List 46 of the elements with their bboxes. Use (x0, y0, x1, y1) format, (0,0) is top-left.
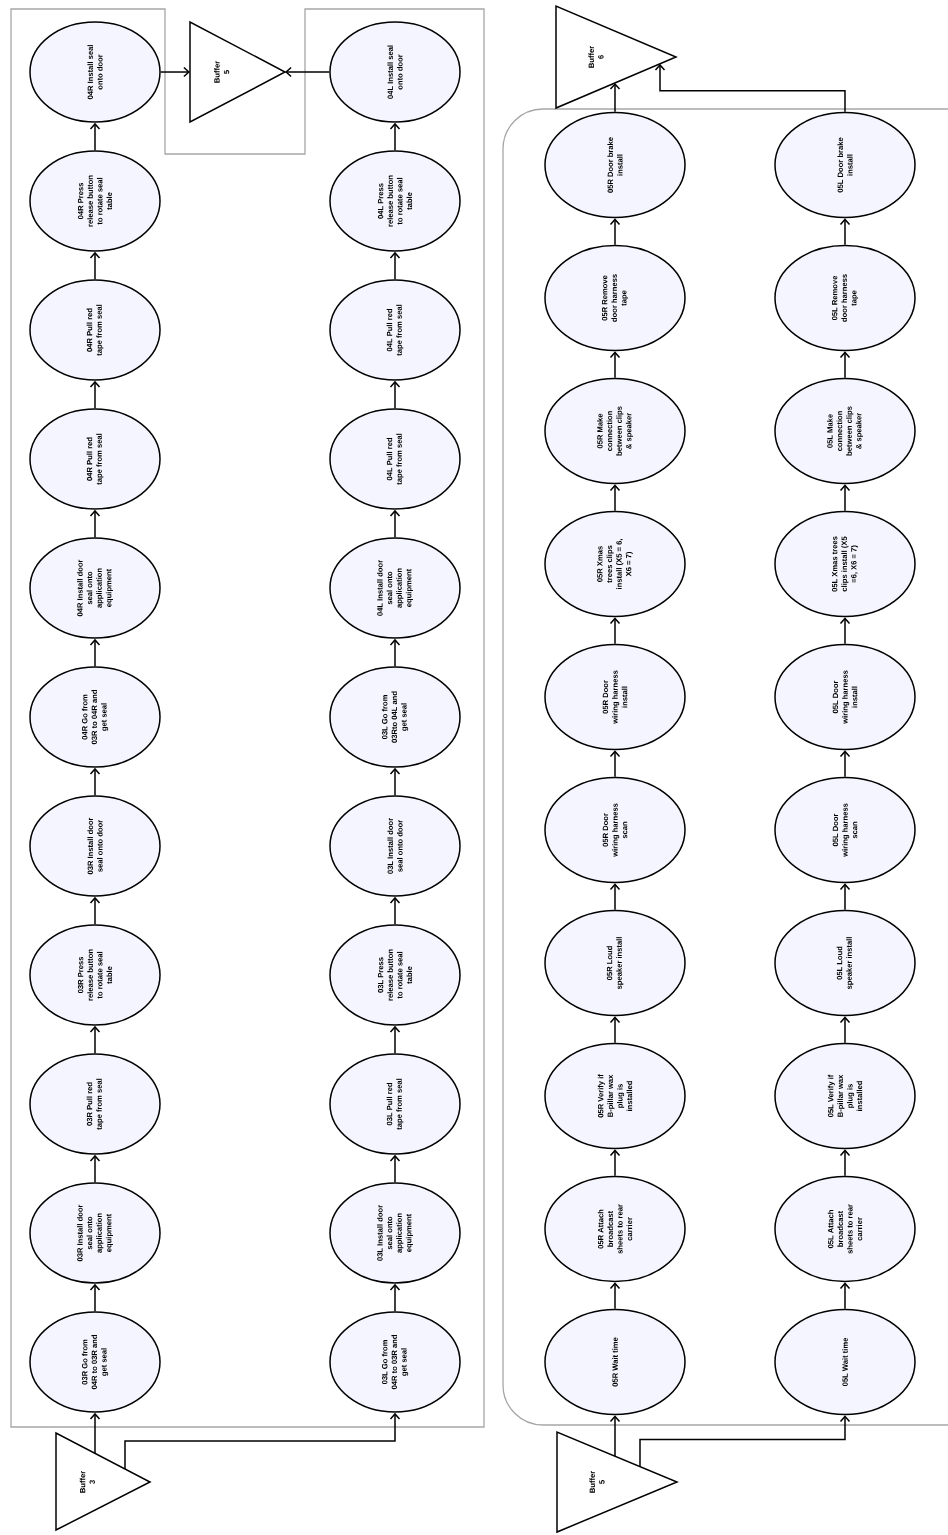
arrow (89, 638, 101, 667)
arrow (389, 896, 401, 925)
arrow (839, 218, 851, 246)
arrow (89, 1154, 101, 1183)
arrow (609, 351, 621, 379)
arrow (609, 1149, 621, 1177)
arrow (285, 66, 330, 78)
arrow (160, 66, 190, 78)
arrow (389, 1283, 401, 1312)
arrow (389, 251, 401, 280)
arrow (839, 351, 851, 379)
arrow (839, 750, 851, 778)
arrow (89, 509, 101, 538)
arrow (389, 509, 401, 538)
arrow (839, 883, 851, 911)
arrow (639, 1415, 851, 1468)
arrow (609, 750, 621, 778)
arrow (839, 617, 851, 645)
arrow (389, 767, 401, 796)
arrow (654, 63, 846, 113)
arrow (839, 1149, 851, 1177)
arrow (89, 1412, 101, 1455)
arrow (389, 1025, 401, 1054)
arrow (609, 883, 621, 911)
arrow (389, 380, 401, 409)
arrow (389, 122, 401, 151)
arrow (389, 1154, 401, 1183)
arrow (89, 1283, 101, 1312)
arrow (609, 1415, 621, 1457)
arrow (839, 1282, 851, 1310)
arrow (609, 617, 621, 645)
arrow (89, 767, 101, 796)
arrow (839, 1016, 851, 1044)
arrow (609, 1016, 621, 1044)
arrow (609, 218, 621, 246)
arrow (609, 82, 621, 113)
arrow (839, 484, 851, 512)
arrow (89, 896, 101, 925)
arrow (89, 380, 101, 409)
arrow (89, 1025, 101, 1054)
arrow (124, 1412, 401, 1470)
arrow (609, 484, 621, 512)
arrow (609, 1282, 621, 1310)
arrow (89, 122, 101, 151)
arrow (389, 638, 401, 667)
arrow (89, 251, 101, 280)
